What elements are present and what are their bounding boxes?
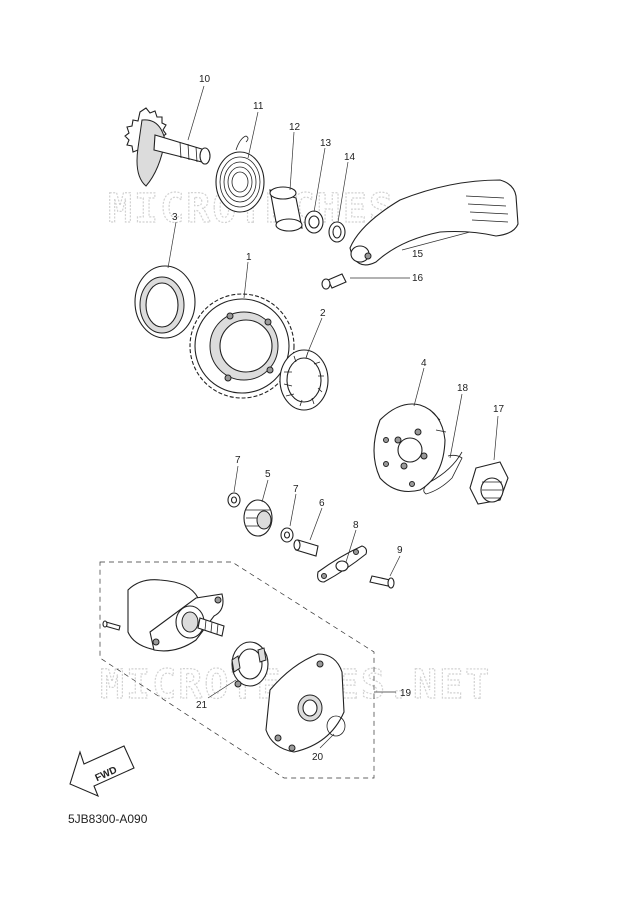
end-cover <box>265 653 345 753</box>
kick-spring <box>215 135 265 213</box>
wire-spring <box>423 451 463 495</box>
part-number-labels: 10 11 12 13 14 15 16 3 1 2 4 18 17 7 5 7… <box>172 74 505 763</box>
label-5: 5 <box>265 469 271 480</box>
label-17: 17 <box>493 404 505 415</box>
washer-7-lower <box>280 527 294 543</box>
label-15: 15 <box>412 249 424 260</box>
label-13: 13 <box>320 138 332 149</box>
leader-lines <box>167 85 499 749</box>
starter-motor <box>127 579 225 652</box>
label-14: 14 <box>344 152 356 163</box>
washer-13 <box>304 210 324 234</box>
assembly-boundary-19 <box>99 561 375 779</box>
diagram-code: 5JB8300-A090 <box>68 812 148 826</box>
pinion-gear-17 <box>469 461 509 505</box>
label-8: 8 <box>353 520 359 531</box>
label-12: 12 <box>289 122 301 133</box>
label-2: 2 <box>320 308 326 319</box>
label-16: 16 <box>412 273 424 284</box>
label-3: 3 <box>172 212 178 223</box>
o-ring-20 <box>326 715 346 737</box>
label-21: 21 <box>196 700 208 711</box>
bolt-16 <box>321 273 347 290</box>
label-20: 20 <box>312 752 324 763</box>
label-4: 4 <box>421 358 427 369</box>
one-way-clutch <box>279 349 329 411</box>
label-9: 9 <box>397 545 403 556</box>
screw-left <box>102 620 121 631</box>
label-1: 1 <box>246 252 252 263</box>
label-18: 18 <box>457 383 469 394</box>
idler-shaft <box>293 539 319 557</box>
oil-seal <box>134 265 196 339</box>
label-11: 11 <box>253 101 264 112</box>
label-6: 6 <box>319 498 325 509</box>
idler-gear-5 <box>243 499 273 537</box>
retainer-plate-8 <box>317 545 368 583</box>
washer-7-upper <box>227 492 241 508</box>
label-7-upper: 7 <box>235 455 241 466</box>
label-7-lower: 7 <box>293 484 299 495</box>
kick-axle-gear <box>124 107 211 187</box>
ring-gear <box>189 293 295 399</box>
bushing <box>269 186 303 232</box>
kick-crank-lever <box>349 179 519 266</box>
label-19: 19 <box>400 688 412 699</box>
bolt-9 <box>369 575 395 589</box>
circlip-14 <box>328 221 346 243</box>
fwd-arrow-icon: FWD <box>69 745 135 798</box>
brush-holder-21 <box>231 641 269 688</box>
starter-plate <box>373 403 447 493</box>
label-10: 10 <box>199 74 211 85</box>
